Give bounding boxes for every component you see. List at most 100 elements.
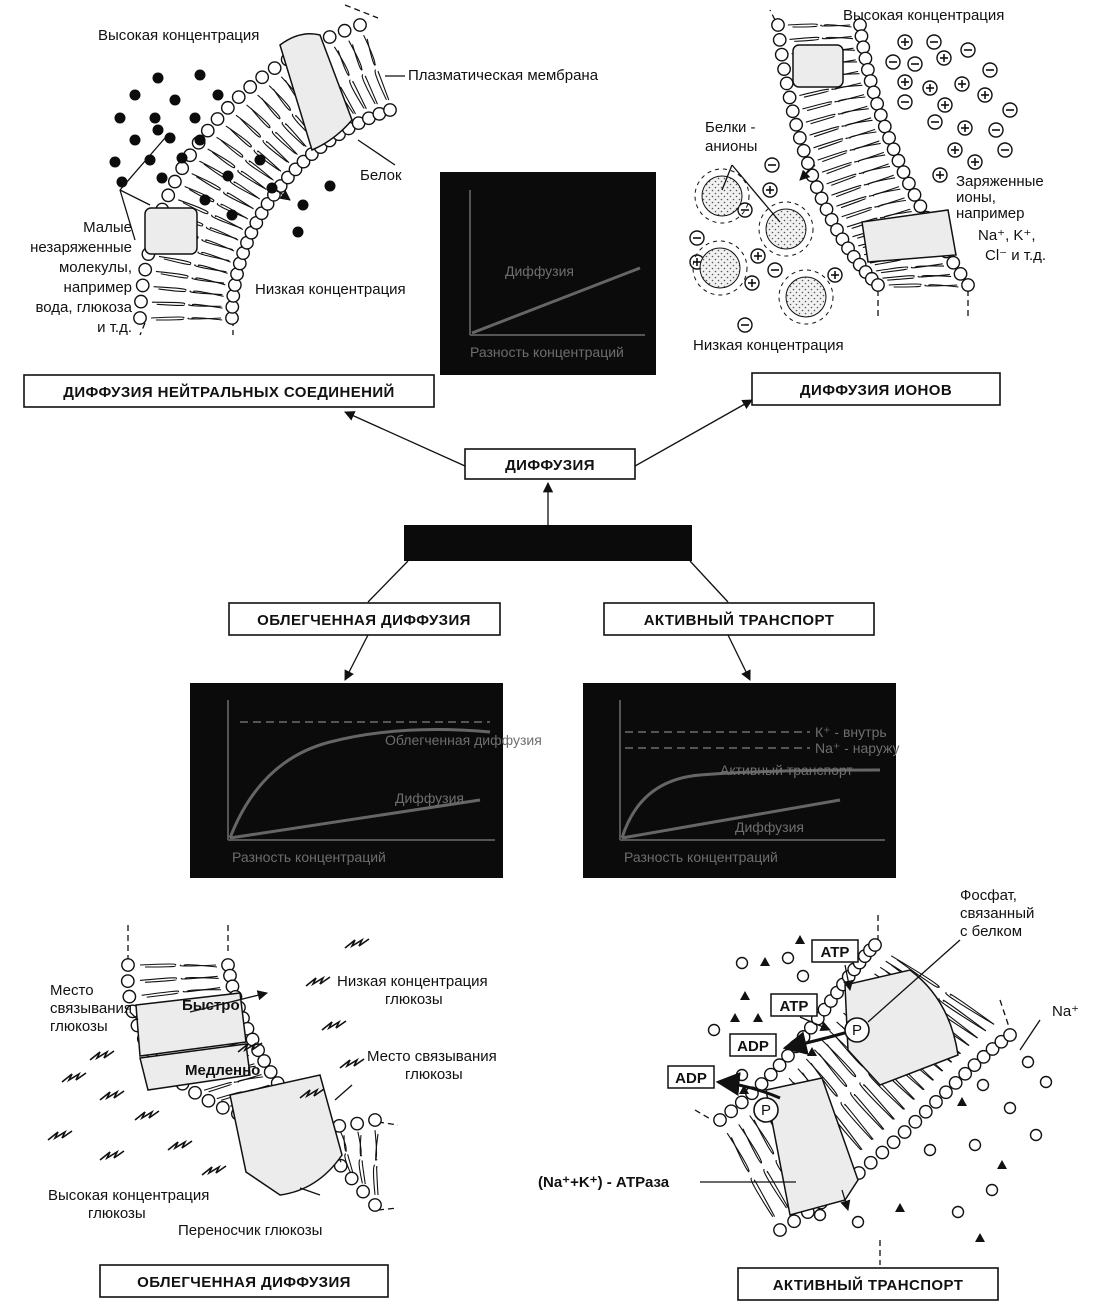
- svg-text:ДИФФУЗИЯ ИОНОВ: ДИФФУЗИЯ ИОНОВ: [800, 382, 952, 399]
- ions-low-conc: Низкая концентрация: [693, 337, 844, 354]
- molecule-dot: [169, 94, 181, 106]
- graph-active-line-1: К⁺ - внутрь: [815, 724, 887, 740]
- molecule-dot: [189, 112, 201, 124]
- molecule-dot: [109, 156, 121, 168]
- svg-text:Место связывания: Место связывания: [367, 1048, 497, 1065]
- molecule-dot: [194, 69, 206, 81]
- svg-text:например: например: [956, 205, 1024, 222]
- svg-text:Низкая концентрация: Низкая концентрация: [337, 973, 488, 990]
- svg-text:например: например: [64, 279, 132, 296]
- cation-icon: [954, 76, 970, 92]
- glucose-icon: [61, 1071, 87, 1083]
- molecule-dot: [324, 180, 336, 192]
- svg-text:молекулы,: молекулы,: [59, 259, 132, 276]
- graph-active: К⁺ - внутрь Na⁺ - наружу Активный трансп…: [583, 683, 900, 878]
- ions-membrane: [769, 9, 975, 318]
- potassium-icon: [753, 1013, 763, 1022]
- svg-text:Малые: Малые: [83, 219, 132, 236]
- potassium-icon: [807, 1047, 817, 1056]
- cation-icon: [762, 182, 778, 198]
- svg-text:ионы,: ионы,: [956, 189, 996, 206]
- graph-active-line-2: Na⁺ - наружу: [815, 740, 900, 756]
- molecule-dot: [114, 112, 126, 124]
- svg-text:с белком: с белком: [960, 923, 1022, 940]
- molecule-dot: [212, 89, 224, 101]
- anion-icon: [997, 142, 1013, 158]
- molecule-dot: [226, 209, 238, 221]
- protein-anions-label: Белки - анионы: [705, 119, 757, 155]
- molecule-dot: [266, 182, 278, 194]
- svg-text:глюкозы: глюкозы: [88, 1205, 146, 1222]
- molecule-dot: [116, 176, 128, 188]
- svg-text:связывания: связывания: [50, 1000, 132, 1017]
- neutral-high-conc: Высокая концентрация: [98, 27, 259, 44]
- carrier-top: [135, 992, 247, 1057]
- protein-anions: [692, 164, 834, 325]
- cation-icon: [947, 142, 963, 158]
- anion-icon: [1002, 102, 1018, 118]
- molecule-dot: [149, 112, 161, 124]
- sodium-icon: [1021, 1055, 1035, 1069]
- phosphate-label: Фосфат, связанный с белком: [960, 887, 1034, 940]
- plasma-membrane-label: Плазматическая мембрана: [408, 67, 599, 84]
- sodium-icon: [968, 1138, 982, 1152]
- potassium-icon: [740, 991, 750, 1000]
- molecule-dot: [222, 170, 234, 182]
- svg-text:Высокая концентрация: Высокая концентрация: [48, 1187, 209, 1204]
- cation-icon: [922, 80, 938, 96]
- neutral-arrows: [119, 137, 291, 241]
- potassium-icon: [730, 1013, 740, 1022]
- glucose-icon: [201, 1164, 227, 1176]
- atp-box-2: ATP: [770, 993, 818, 1017]
- glucose-icon: [299, 1087, 325, 1099]
- molecule-dot: [164, 132, 176, 144]
- pump-subunit-bottom: [765, 1077, 859, 1216]
- anion-icon: [764, 157, 780, 173]
- glucose-icon: [47, 1129, 73, 1141]
- svg-text:ДИФФУЗИЯ: ДИФФУЗИЯ: [505, 457, 595, 474]
- glucose-icon: [237, 1041, 263, 1053]
- graph-active-curve-1: Активный транспорт: [720, 762, 853, 778]
- svg-text:P: P: [852, 1022, 862, 1039]
- svg-text:ADP: ADP: [737, 1038, 769, 1055]
- sodium-icon: [985, 1183, 999, 1197]
- ion-protein-bottom: [861, 209, 957, 263]
- membrane-protein-top: [279, 33, 353, 152]
- cation-icon: [744, 275, 760, 291]
- anion-icon: [689, 230, 705, 246]
- cation-icon: [967, 154, 983, 170]
- svg-text:ОБЛЕГЧЕННАЯ ДИФФУЗИЯ: ОБЛЕГЧЕННАЯ ДИФФУЗИЯ: [137, 1274, 351, 1291]
- carrier-middle: [139, 1043, 251, 1091]
- facilitated-title-box: ОБЛЕГЧЕННАЯ ДИФФУЗИЯ: [99, 1264, 389, 1298]
- svg-text:связанный: связанный: [960, 905, 1034, 922]
- ions-title-box: ДИФФУЗИЯ ИОНОВ: [751, 372, 1001, 406]
- anion-icon: [767, 262, 783, 278]
- molecule-dot: [254, 154, 266, 166]
- neutral-membrane: [133, 4, 397, 336]
- graph-diffusion-curve-label: Диффузия: [505, 263, 574, 279]
- sodium-icon: [735, 1068, 749, 1082]
- protein-label: Белок: [360, 167, 402, 184]
- membrane-protein-left: [144, 207, 198, 255]
- potassium-icon: [739, 1085, 749, 1094]
- ions-high-conc: Высокая концентрация: [843, 7, 1004, 24]
- cation-icon: [932, 167, 948, 183]
- facilitated-membrane: [120, 925, 399, 1212]
- glucose-icon: [167, 1139, 193, 1151]
- low-glucose-label: Низкая концентрация глюкозы: [337, 973, 488, 1008]
- pump-subunit-top: [844, 969, 959, 1086]
- graph-facilitated: Облегченная диффузия Диффузия Разность к…: [190, 683, 542, 878]
- cation-icon: [750, 248, 766, 264]
- anion-icon: [988, 122, 1004, 138]
- molecule-dot: [292, 226, 304, 238]
- svg-text:вода, глюкоза: вода, глюкоза: [35, 299, 132, 316]
- potassium-icon: [997, 1160, 1007, 1169]
- atpase-label: (Na⁺+K⁺) - АТРаза: [538, 1174, 670, 1191]
- cation-icon: [897, 34, 913, 50]
- graph-active-x: Разность концентраций: [624, 849, 778, 865]
- svg-text:глюкозы: глюкозы: [385, 991, 443, 1008]
- anion-icon: [927, 114, 943, 130]
- sodium-icon: [1039, 1075, 1053, 1089]
- active-title-box: АКТИВНЫЙ ТРАНСПОРТ: [737, 1267, 999, 1301]
- anion-icon: [926, 34, 942, 50]
